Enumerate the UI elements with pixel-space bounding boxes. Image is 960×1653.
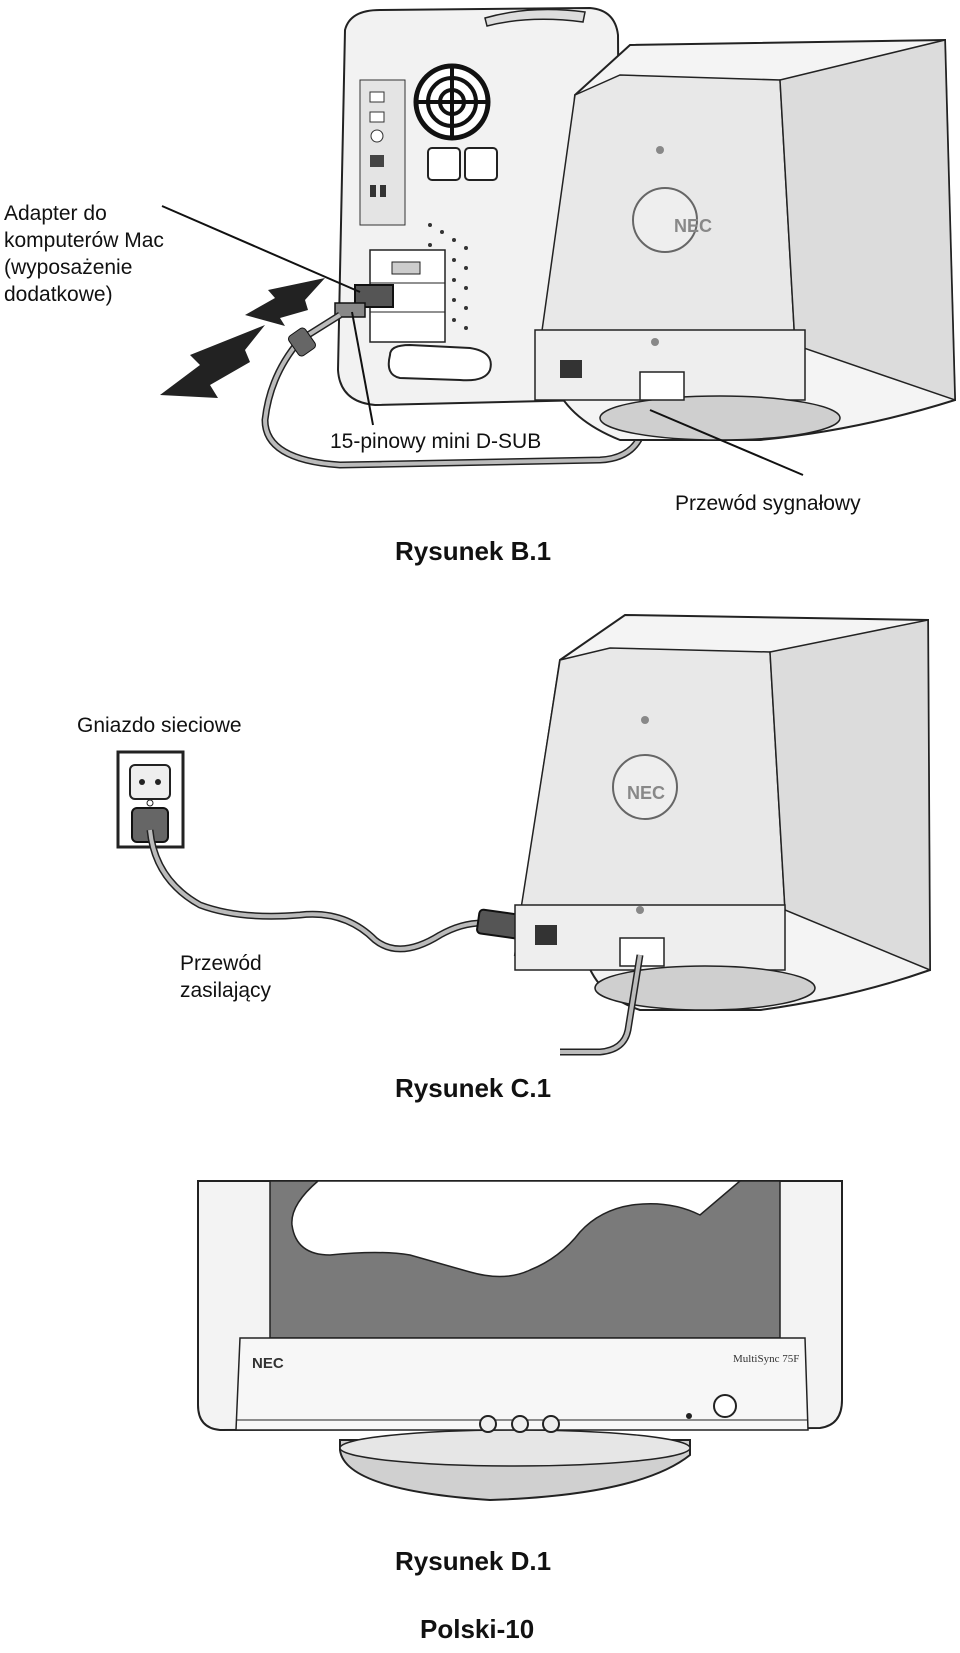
- nec-logo-c: NEC: [626, 783, 665, 803]
- screen-wave: [291, 1180, 743, 1278]
- figure-b1-illustration: [160, 6, 957, 476]
- nec-logo-b: NEC: [673, 216, 712, 236]
- label-signal-cable: Przewód sygnałowy: [675, 492, 861, 515]
- model-name: MultiSync 75F: [733, 1353, 800, 1365]
- caption-d1: Rysunek D.1: [395, 1546, 552, 1576]
- caption-c1: Rysunek C.1: [395, 1073, 552, 1103]
- figure-c1-illustration: [116, 613, 932, 1056]
- page-number: Polski-10: [420, 1614, 535, 1644]
- insert-arrow-large: [160, 325, 265, 398]
- insert-arrow-small: [245, 278, 325, 326]
- power-button[interactable]: [713, 1394, 737, 1418]
- mac-adapter: [354, 284, 394, 308]
- control-button-3[interactable]: [542, 1415, 560, 1433]
- caption-b1: Rysunek B.1: [395, 536, 552, 566]
- control-button-2[interactable]: [511, 1415, 529, 1433]
- label-wall-outlet: Gniazdo sieciowe: [77, 714, 242, 737]
- power-led: [686, 1413, 692, 1419]
- figure-d1-illustration: [197, 1180, 843, 1502]
- label-dsub: 15-pinowy mini D-SUB: [330, 430, 542, 453]
- control-button-1[interactable]: [479, 1415, 497, 1433]
- label-power-cable: Przewód zasilający: [180, 952, 272, 1002]
- label-adapter: Adapter do komputerów Mac (wyposażenie d…: [4, 202, 164, 306]
- nec-logo-d: NEC: [252, 1355, 284, 1372]
